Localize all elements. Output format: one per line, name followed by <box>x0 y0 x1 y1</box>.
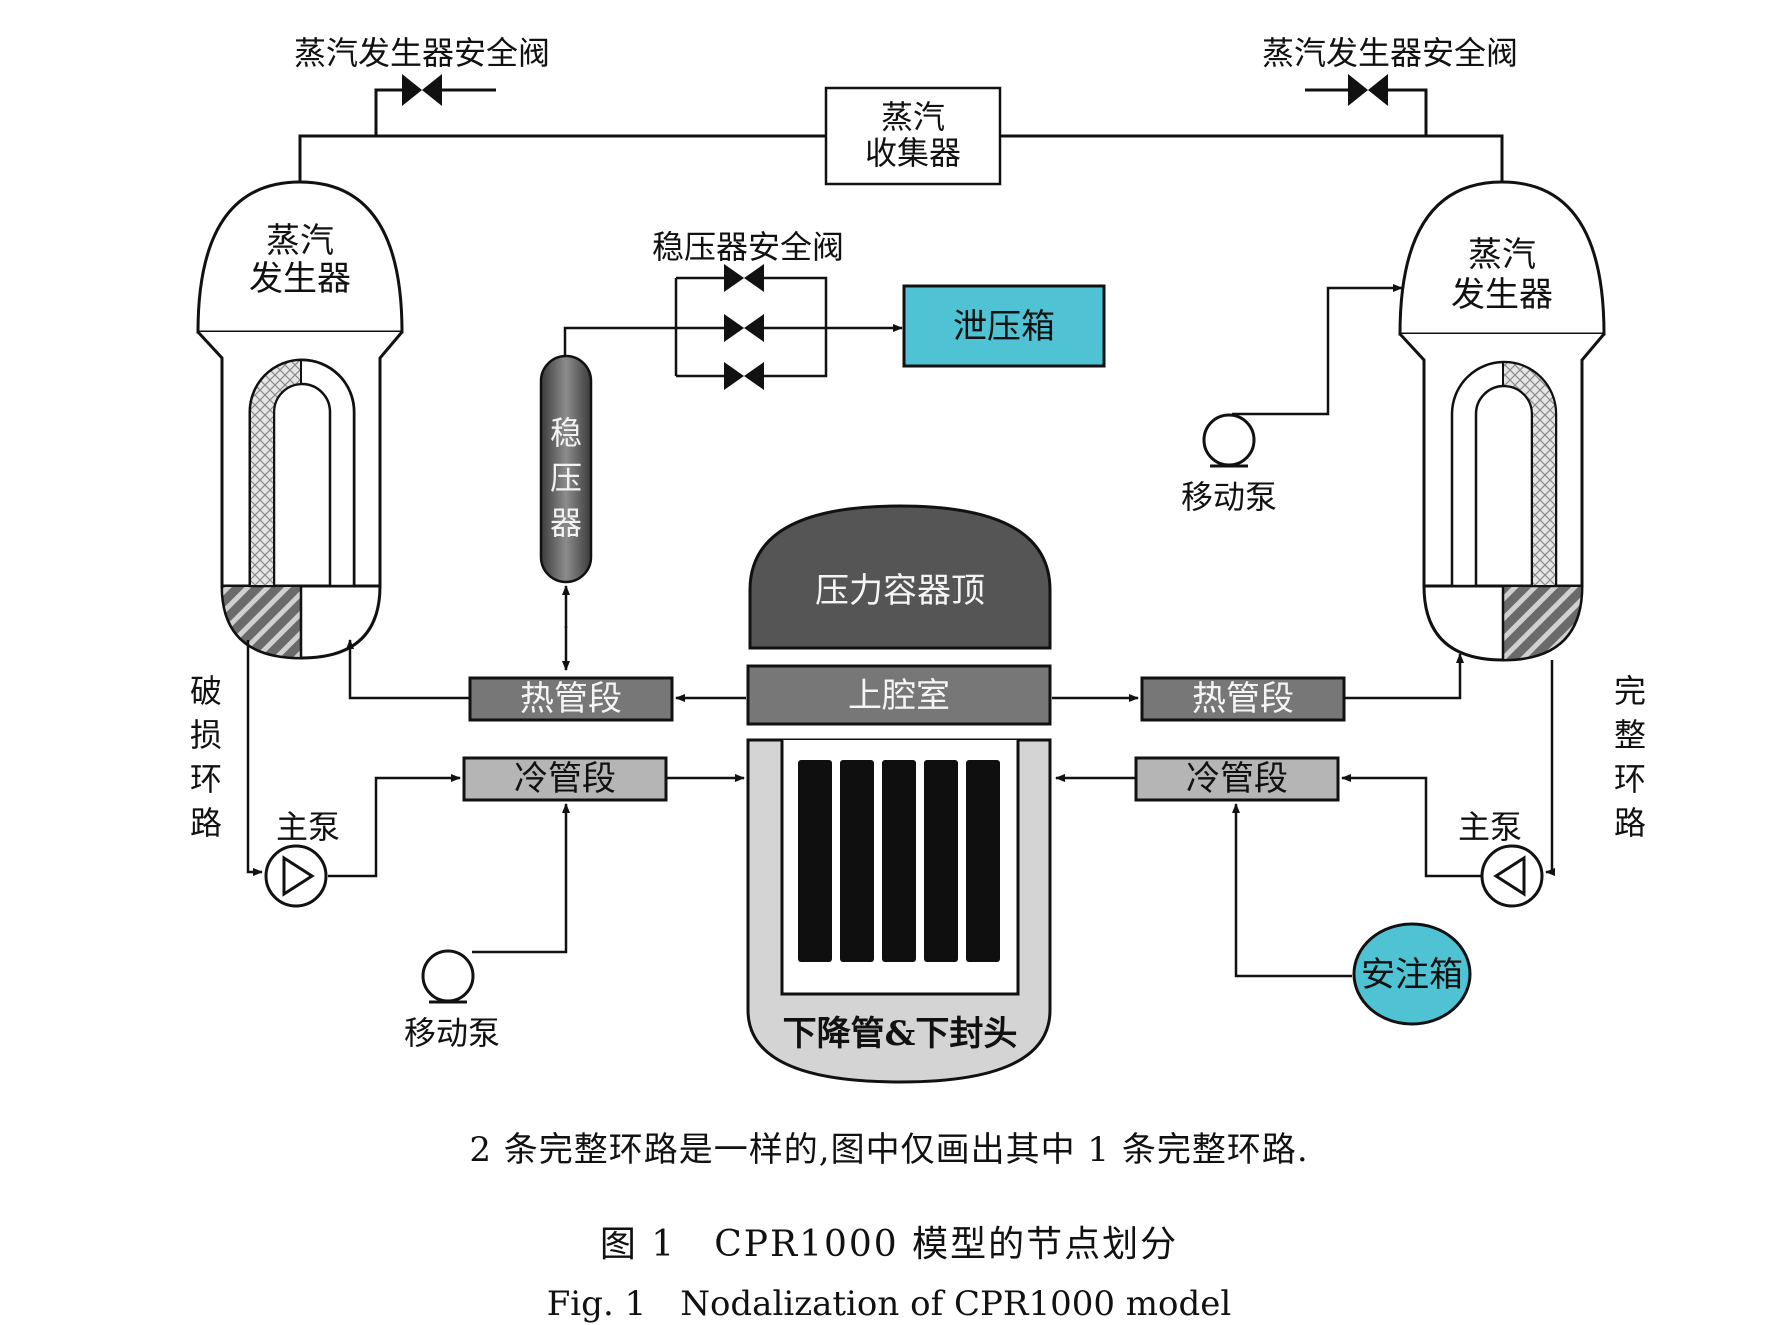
hot-leg-left-label: 热管段 <box>520 679 622 719</box>
pressurizer-valve-top-icon[interactable] <box>724 264 764 292</box>
steam-collector[interactable]: 蒸汽 收集器 <box>824 86 1002 186</box>
steam-generator-left[interactable]: 蒸汽 发生器 <box>196 180 404 660</box>
pressurizer-relief-piping <box>563 276 903 378</box>
cold-leg-left[interactable]: 冷管段 <box>462 756 668 802</box>
relief-tank-label: 泄压箱 <box>953 307 1055 347</box>
sg-safety-valve-right-label: 蒸汽发生器安全阀 <box>1262 34 1518 72</box>
figure-caption-en: Fig. 1 Nodalization of CPR1000 model <box>546 1284 1232 1324</box>
broken-loop-label-2: 损 <box>190 716 222 754</box>
mobile-pump-right-line <box>1232 284 1403 416</box>
upper-plenum[interactable]: 上腔室 <box>746 664 1052 726</box>
pressurizer-valve-label: 稳压器安全阀 <box>652 228 844 266</box>
hot-leg-piping <box>346 639 1464 702</box>
broken-loop-label-4: 路 <box>190 804 222 842</box>
hot-leg-right[interactable]: 热管段 <box>1140 676 1346 722</box>
vessel-head-label: 压力容器顶 <box>815 571 985 611</box>
pressurizer-valve-middle-icon[interactable] <box>724 314 764 342</box>
downcomer-label: 下降管&下封头 <box>783 1014 1018 1054</box>
broken-loop-piping <box>246 640 570 954</box>
broken-loop-label-1: 破 <box>190 672 222 710</box>
main-pump-left-icon[interactable] <box>264 844 328 908</box>
steam-generator-right[interactable]: 蒸汽 发生器 <box>1398 180 1606 662</box>
mobile-pump-left-icon[interactable] <box>421 949 475 1004</box>
sg-safety-valve-right-icon[interactable] <box>1348 74 1388 106</box>
relief-tank[interactable]: 泄压箱 <box>902 284 1106 368</box>
intact-loop-label: 完 整 环 路 <box>1614 672 1646 842</box>
steam-header-piping <box>298 88 1504 182</box>
cold-leg-right[interactable]: 冷管段 <box>1134 756 1340 802</box>
intact-loop-label-3: 环 <box>1614 760 1646 798</box>
pressurizer[interactable]: 稳 压 器 <box>539 354 593 584</box>
main-pump-right-label: 主泵 <box>1458 808 1522 846</box>
figure-caption-cn: 图 1 CPR1000 模型的节点划分 <box>599 1224 1179 1265</box>
cold-leg-right-label: 冷管段 <box>1186 759 1288 799</box>
vessel-head[interactable]: 压力容器顶 <box>748 504 1052 650</box>
reactor-core <box>798 760 1000 962</box>
pressurizer-label-2: 压 <box>550 459 582 497</box>
broken-loop-label: 破 损 环 路 <box>190 672 222 842</box>
accumulator-label: 安注箱 <box>1361 955 1463 995</box>
hot-leg-left[interactable]: 热管段 <box>468 676 674 722</box>
intact-loop-label-2: 整 <box>1614 716 1646 754</box>
mobile-pump-right-label: 移动泵 <box>1181 478 1277 516</box>
hot-leg-right-label: 热管段 <box>1192 679 1294 719</box>
steam-collector-label-1: 蒸汽 <box>881 98 945 136</box>
sg-left-label-2: 发生器 <box>249 259 351 299</box>
sg-left-label-1: 蒸汽 <box>266 221 334 261</box>
sg-right-label-1: 蒸汽 <box>1468 235 1536 275</box>
pressurizer-label-3: 器 <box>550 504 582 542</box>
accumulator[interactable]: 安注箱 <box>1352 922 1472 1026</box>
main-pump-right-icon[interactable] <box>1480 844 1544 908</box>
main-pump-left-label: 主泵 <box>276 808 340 846</box>
pressurizer-label-1: 稳 <box>550 414 582 452</box>
cold-leg-left-label: 冷管段 <box>514 759 616 799</box>
broken-loop-label-3: 环 <box>190 760 222 798</box>
sg-safety-valve-left-label: 蒸汽发生器安全阀 <box>294 34 550 72</box>
intact-loop-label-4: 路 <box>1614 804 1646 842</box>
diagram-note: 2 条完整环路是一样的,图中仅画出其中 1 条完整环路. <box>469 1130 1309 1170</box>
mobile-pump-left-label: 移动泵 <box>404 1014 500 1052</box>
mobile-pump-right-icon[interactable] <box>1202 413 1256 468</box>
intact-loop-label-1: 完 <box>1614 672 1646 710</box>
pressurizer-valve-bottom-icon[interactable] <box>724 362 764 390</box>
sg-right-label-2: 发生器 <box>1451 275 1553 315</box>
sg-safety-valve-left-icon[interactable] <box>402 74 442 106</box>
steam-collector-label-2: 收集器 <box>865 134 961 172</box>
intact-loop-piping <box>1232 660 1555 978</box>
upper-plenum-label: 上腔室 <box>848 676 950 716</box>
